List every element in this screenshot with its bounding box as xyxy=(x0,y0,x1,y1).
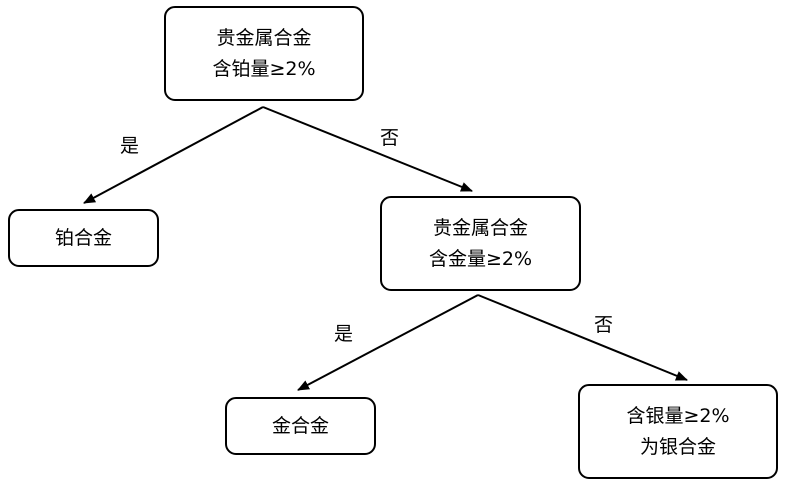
second-no-label: 否 xyxy=(594,314,614,336)
second-decision-node: 贵金属合金 含金量≥2% xyxy=(380,196,581,291)
silver-alloy-line1: 含银量≥2% xyxy=(626,404,730,427)
edge-root-to-platinum xyxy=(83,106,264,204)
gold-alloy-node: 金合金 xyxy=(225,397,376,455)
gold-alloy-label: 金合金 xyxy=(271,414,329,437)
second-yes-label: 是 xyxy=(334,323,354,345)
platinum-alloy-label: 铂合金 xyxy=(54,226,112,249)
second-decision-line2: 含金量≥2% xyxy=(428,247,533,270)
platinum-alloy-node: 铂合金 xyxy=(8,209,159,267)
silver-alloy-node: 含银量≥2% 为银合金 xyxy=(578,384,778,479)
root-decision-line1: 贵金属合金 xyxy=(216,26,312,49)
second-decision-line1: 贵金属合金 xyxy=(432,216,528,239)
root-decision-node: 贵金属合金 含铂量≥2% xyxy=(164,6,364,101)
root-decision-line2: 含铂量≥2% xyxy=(212,57,316,80)
root-no-label: 否 xyxy=(380,127,400,149)
edge-second-to-silver xyxy=(477,294,688,381)
edge-root-to-second-test xyxy=(262,106,473,192)
silver-alloy-line2: 为银合金 xyxy=(639,435,716,458)
edge-second-to-gold xyxy=(297,294,479,391)
root-yes-label: 是 xyxy=(120,135,140,157)
